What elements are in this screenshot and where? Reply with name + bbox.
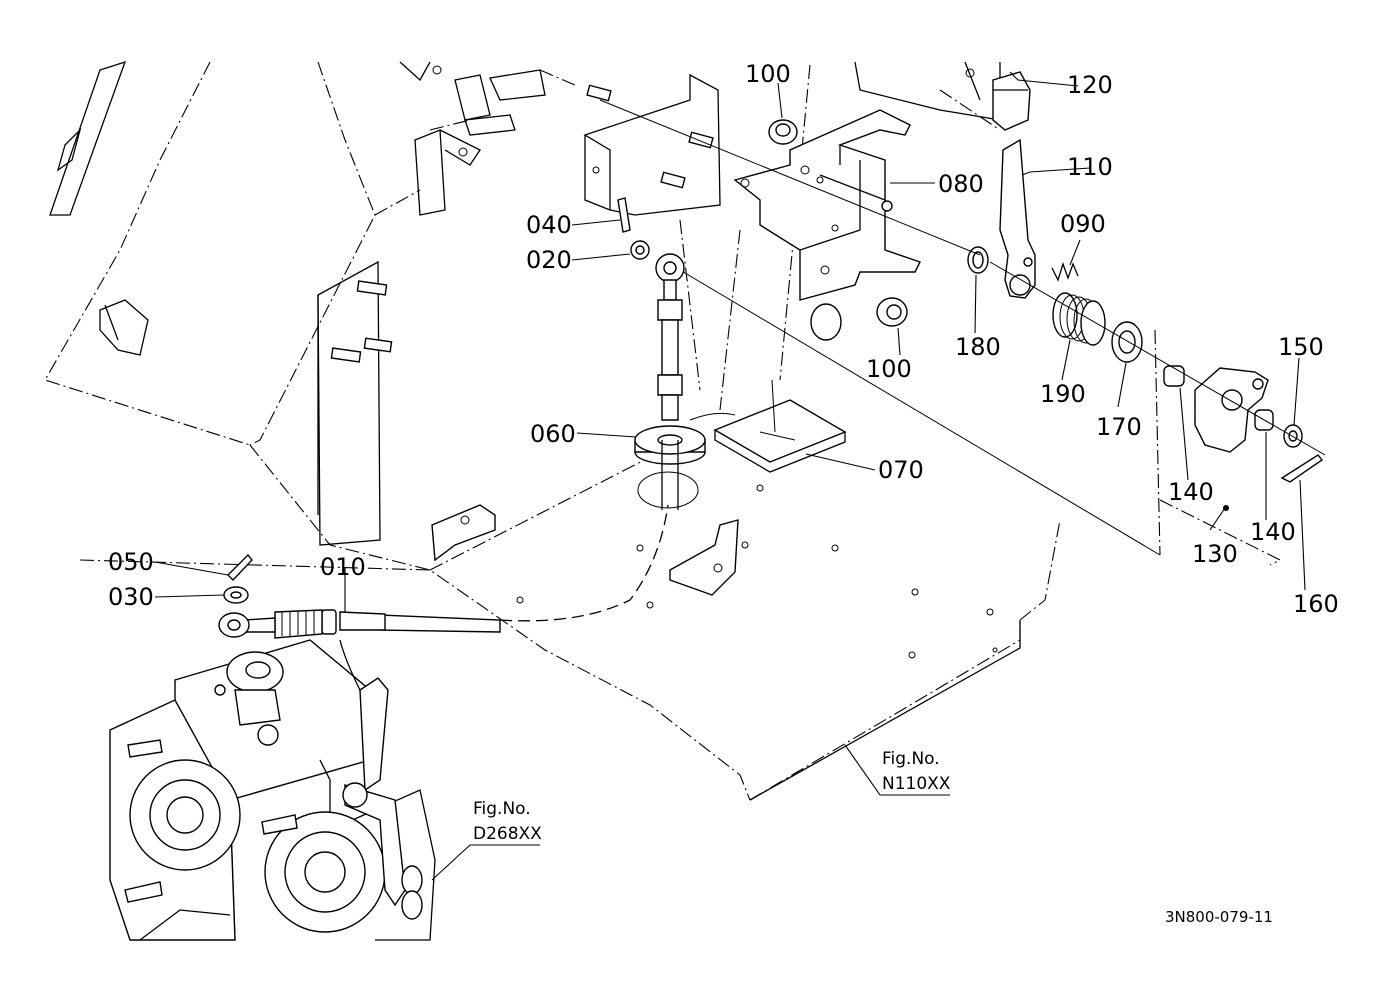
collar-140a xyxy=(1163,365,1185,387)
pump-figure-reference: Fig.No. D268XX xyxy=(473,799,542,844)
label-180: 180 xyxy=(955,333,1001,361)
floor-fig-number: N110XX xyxy=(882,774,951,794)
label-080: 080 xyxy=(938,170,984,198)
label-010: 010 xyxy=(320,553,366,581)
label-150: 150 xyxy=(1278,333,1324,361)
left-panel xyxy=(49,60,149,356)
knob-120 xyxy=(992,71,1031,131)
spring-090 xyxy=(1051,261,1079,282)
nut-100-lower xyxy=(876,297,908,327)
floor-ref-lead xyxy=(844,744,950,796)
washer-170 xyxy=(1111,321,1143,363)
cotter-pin-160 xyxy=(1280,454,1324,483)
lever-110 xyxy=(999,138,1036,299)
pump-ref-lead xyxy=(431,844,540,881)
pin-040 xyxy=(617,197,631,233)
label-090: 090 xyxy=(1060,210,1106,238)
label-120: 120 xyxy=(1067,71,1113,99)
floor-plate xyxy=(431,484,1021,801)
clip-050 xyxy=(227,553,253,582)
upper-linkage xyxy=(399,61,546,216)
floor-hole xyxy=(637,471,699,509)
stud-left-3 xyxy=(330,347,362,363)
leader-lines xyxy=(154,71,1306,612)
rear-bracket xyxy=(583,73,721,216)
cam-130 xyxy=(1194,367,1269,453)
frame-outline xyxy=(44,61,1061,801)
label-060: 060 xyxy=(530,420,576,448)
washer-020 xyxy=(630,240,650,260)
label-160: 160 xyxy=(1293,590,1339,618)
stud-left-2 xyxy=(363,337,393,353)
label-170: 170 xyxy=(1096,413,1142,441)
pump-fig-number: D268XX xyxy=(473,824,542,844)
label-190: 190 xyxy=(1040,380,1086,408)
hst-pump xyxy=(109,639,436,941)
label-140-right: 140 xyxy=(1250,518,1296,546)
vertical-bracket xyxy=(317,260,393,546)
nut-100-upper xyxy=(768,119,798,145)
pad-070 xyxy=(689,379,847,473)
shift-bracket-080 xyxy=(733,109,921,301)
assembly-marker-dot xyxy=(1223,505,1229,511)
floor-figure-reference: Fig.No. N110XX xyxy=(882,749,951,794)
part-labels: 010 020 030 040 050 060 070 080 090 100 … xyxy=(108,60,1339,618)
label-130: 130 xyxy=(1192,540,1238,568)
label-030: 030 xyxy=(108,583,154,611)
grommet-060 xyxy=(634,425,706,510)
snap-ring-180 xyxy=(967,246,989,274)
stud-left-1 xyxy=(356,280,388,296)
assembly-130-outline xyxy=(1154,329,1282,566)
floor-fig-label: Fig.No. xyxy=(882,749,940,769)
label-020: 020 xyxy=(526,246,572,274)
drawing-code: 3N800-079-11 xyxy=(1165,908,1273,926)
shaft-axis xyxy=(599,99,1326,556)
washer-030 xyxy=(223,586,249,604)
pump-fig-label: Fig.No. xyxy=(473,799,531,819)
label-070: 070 xyxy=(878,456,924,484)
label-050: 050 xyxy=(108,548,154,576)
label-140-left: 140 xyxy=(1168,478,1214,506)
label-110: 110 xyxy=(1067,153,1113,181)
label-100-lower: 100 xyxy=(866,355,912,383)
label-100-upper: 100 xyxy=(745,60,791,88)
grommet xyxy=(810,303,842,341)
spring-190 xyxy=(1052,292,1106,346)
label-040: 040 xyxy=(526,211,572,239)
rod-end xyxy=(655,253,685,421)
cable-010 xyxy=(218,504,669,639)
